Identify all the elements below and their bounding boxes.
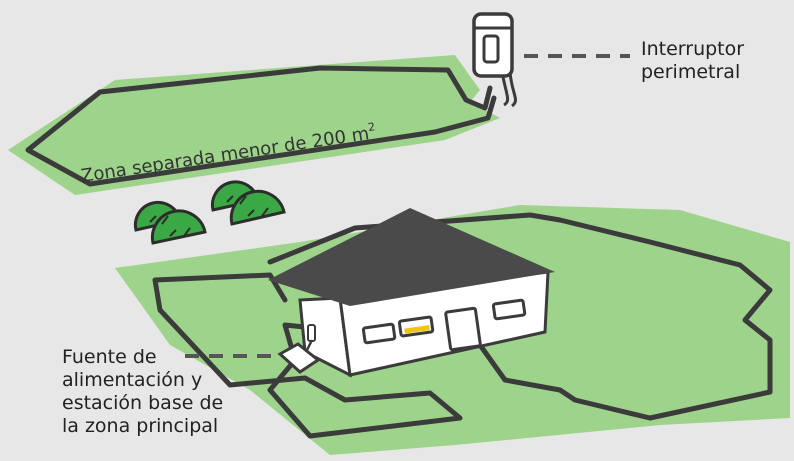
window-lit-glow: [404, 325, 430, 334]
boundary-switch-callout-line-1: Interruptor: [641, 38, 745, 60]
main-zone-boundary-wire: [152, 212, 773, 439]
window-3: [491, 298, 527, 321]
window-1: [361, 322, 397, 345]
house: [268, 208, 555, 378]
boundary-switch-callout-line-2: perimetral: [641, 61, 741, 83]
boundary-switch-body: [472, 12, 514, 78]
boundary-switch-callout: Interruptor perimetral: [641, 38, 744, 84]
boundary-switch-icon: [472, 12, 517, 108]
base-station-body: [277, 342, 321, 374]
base-station-callout-line-3: estación base de: [62, 392, 224, 414]
boundary-switch-button: [482, 34, 500, 64]
separate-zone-boundary-wire: [25, 65, 497, 187]
shrub-leaf-marks: [149, 195, 269, 237]
wall-socket-icon: [307, 324, 316, 342]
base-station-callout-line-4: la zona principal: [62, 415, 219, 437]
house-roof: [268, 208, 555, 306]
separate-zone: Zona separada menor de 200 m2: [8, 55, 500, 195]
base-station-cable: [304, 339, 314, 353]
house-door: [444, 306, 482, 352]
base-station-callout-line-2: alimentación y: [62, 369, 203, 391]
base-station-callout-line-1: Fuente de: [62, 346, 157, 368]
base-station-icon: [277, 339, 321, 374]
shrub-group: [133, 180, 286, 245]
base-station-callout: Fuente de alimentación y estación base d…: [62, 346, 223, 438]
